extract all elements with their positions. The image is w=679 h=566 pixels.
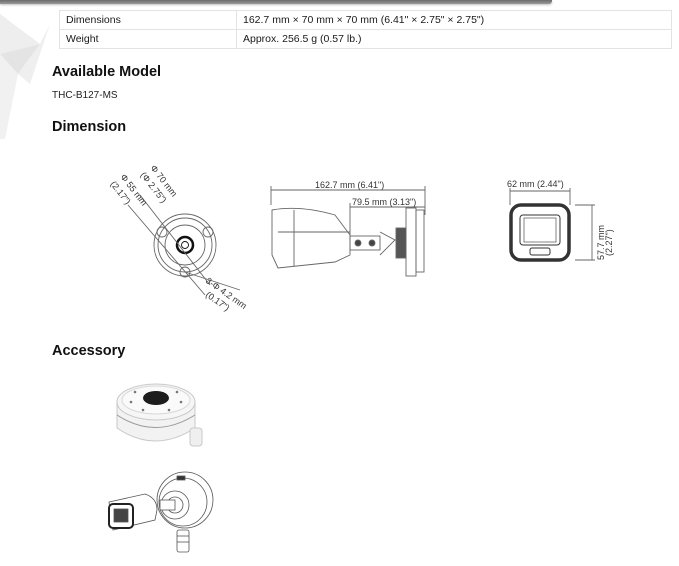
base-view-drawing <box>127 194 241 296</box>
front-view-labels: 62 mm (2.44") 57.7 mm (2.27") <box>507 179 614 260</box>
side-view-drawing <box>270 186 426 277</box>
side-view-labels: 162.7 mm (6.41") 79.5 mm (3.13") <box>315 180 416 207</box>
svg-text:57.7 mm: 57.7 mm <box>596 225 606 260</box>
available-model-heading: Available Model <box>52 64 162 80</box>
svg-text:79.5 mm (3.13"): 79.5 mm (3.13") <box>352 197 416 207</box>
spec-table: Dimensions 162.7 mm × 70 mm × 70 mm (6.4… <box>59 10 672 49</box>
dimension-heading: Dimension <box>52 119 127 135</box>
watermark-logo <box>0 14 50 139</box>
svg-text:62 mm (2.44"): 62 mm (2.44") <box>507 179 564 189</box>
camera-with-junction-box-image <box>108 471 214 553</box>
dimension-drawings: Φ 70 mm (Φ 2.75") Φ 55 mm (2.17") 3-Φ 4.… <box>108 163 614 313</box>
top-bar <box>0 0 552 4</box>
spec-value: 162.7 mm × 70 mm × 70 mm (6.41" × 2.75" … <box>236 10 672 30</box>
front-view-drawing <box>509 188 595 262</box>
spec-value: Approx. 256.5 g (0.57 lb.) <box>236 29 672 49</box>
svg-text:(2.27"): (2.27") <box>604 229 614 256</box>
accessory-heading: Accessory <box>52 343 126 359</box>
table-row: Weight Approx. 256.5 g (0.57 lb.) <box>59 29 672 49</box>
accessory-images <box>108 383 214 553</box>
spec-label: Dimensions <box>59 10 237 30</box>
junction-box-image <box>116 383 203 447</box>
svg-text:162.7 mm (6.41"): 162.7 mm (6.41") <box>315 180 384 190</box>
spec-label: Weight <box>59 29 237 49</box>
base-view-labels: Φ 70 mm (Φ 2.75") Φ 55 mm (2.17") 3-Φ 4.… <box>108 163 248 313</box>
model-number: THC-B127-MS <box>52 90 118 101</box>
table-row: Dimensions 162.7 mm × 70 mm × 70 mm (6.4… <box>59 10 672 30</box>
